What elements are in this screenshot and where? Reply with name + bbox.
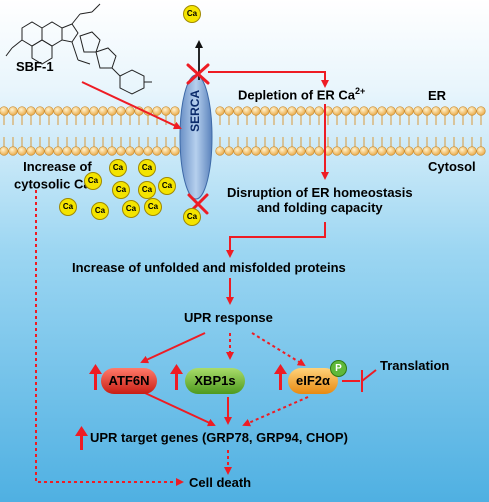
calcium-ion: Ca [138, 159, 156, 177]
up-arrow-eif2a [274, 364, 287, 390]
serca-label: SERCA [188, 89, 203, 132]
sbf1-inhibits-serca-arrow [81, 81, 182, 130]
sbf1-structure [5, 3, 152, 95]
calcium-ion: Ca [112, 181, 130, 199]
arrow-cytosolic-death [35, 190, 184, 486]
er-membrane [0, 106, 486, 156]
arrow-to-depletion [208, 71, 329, 88]
xbp1s-node: XBP1s [185, 368, 245, 394]
sbf1-label: SBF-1 [16, 59, 54, 74]
up-arrow-xbp1s [170, 364, 183, 390]
cell-death-label: Cell death [189, 475, 252, 490]
calcium-ion: Ca [91, 202, 109, 220]
calcium-ion: Ca [59, 198, 77, 216]
arrow-to-unfolded [226, 222, 326, 258]
upr-targets-label: UPR target genes (GRP78, GRP94, CHOP) [90, 430, 348, 445]
translation-label: Translation [380, 358, 450, 373]
upr-label: UPR response [184, 310, 273, 325]
arrow-upr-eif2a [251, 332, 306, 367]
atf6n-node: ATF6N [101, 368, 157, 394]
er-label: ER [428, 88, 447, 103]
phosphate-badge: P [330, 360, 347, 377]
calcium-ion: Ca [109, 159, 127, 177]
block-mark-top [186, 63, 210, 85]
up-arrow-atf6n [89, 364, 102, 390]
eif2a-node: eIF2α [288, 368, 338, 394]
calcium-ion: Ca [122, 200, 140, 218]
calcium-ion: Ca [84, 172, 102, 190]
unfolded-label: Increase of unfolded and misfolded prote… [72, 260, 346, 275]
calcium-ion: Ca [183, 208, 201, 226]
arrow-upr-atf6n [140, 332, 206, 364]
calcium-ion: Ca [144, 198, 162, 216]
up-arrow-targets [75, 426, 88, 450]
calcium-ion: Ca [158, 177, 176, 195]
cytosol-label: Cytosol [428, 159, 476, 174]
calcium-ion: Ca [183, 5, 201, 23]
arrow-atf6n-targets [144, 392, 216, 427]
calcium-ion: Ca [138, 181, 156, 199]
depletion-label: Depletion of ER Ca2+ [238, 86, 366, 103]
disruption-label: Disruption of ER homeostasis and folding… [227, 185, 413, 215]
